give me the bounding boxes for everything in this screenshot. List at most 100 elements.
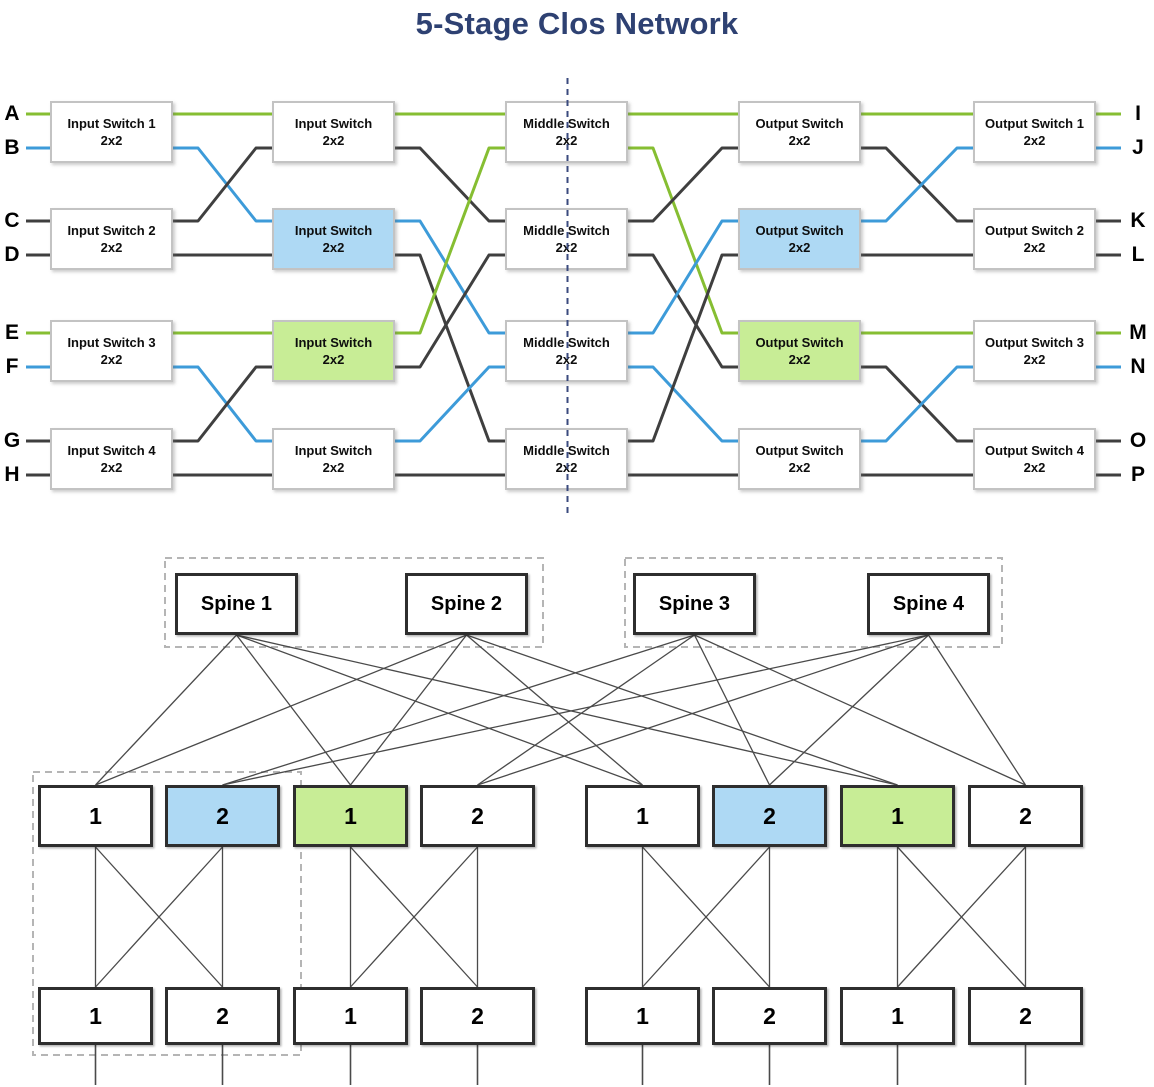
leaf-tor-link [897, 846, 1026, 988]
switch-box-stage-3-middle-row2: Middle Switch 2x2 [505, 208, 628, 270]
switch-box-stage-1-ingress-row2: Input Switch 2 2x2 [50, 208, 173, 270]
output-label-N: N [1130, 355, 1146, 378]
switch-size-label: 2x2 [788, 460, 811, 475]
switch-size-label: 2x2 [322, 352, 345, 367]
switch-label: Input Switch [294, 442, 373, 458]
clos-wire [861, 146, 973, 223]
switch-size-label: 2x2 [322, 133, 345, 148]
tor-box-3: 1 [293, 987, 408, 1045]
switch-label: Middle Switch [523, 115, 610, 131]
spine-leaf-link [694, 634, 1026, 786]
output-label-J: J [1132, 136, 1144, 159]
clos-wire [628, 146, 738, 223]
tor-box-5: 1 [585, 987, 700, 1045]
switch-label: Output Switch [755, 222, 844, 238]
switch-size-label: 2x2 [555, 240, 578, 255]
switch-label: Output Switch 3 [985, 334, 1084, 350]
spine-leaf-link [235, 634, 352, 786]
clos-wire [861, 365, 973, 443]
switch-label: Input Switch [294, 115, 373, 131]
input-label-A: A [4, 102, 20, 125]
leaf-tor-link [95, 846, 223, 988]
switch-box-stage-1-ingress-row1: Input Switch 1 2x2 [50, 101, 173, 163]
switch-box-stage-2-input-row1: Input Switch 2x2 [272, 101, 395, 163]
clos-wire [861, 365, 973, 443]
spine-leaf-link [236, 634, 643, 786]
output-label-P: P [1130, 463, 1145, 486]
switch-box-stage-2-input-row4: Input Switch 2x2 [272, 428, 395, 490]
switch-size-label: 2x2 [555, 133, 578, 148]
switch-label: Middle Switch [523, 222, 610, 238]
output-label-K: K [1130, 209, 1146, 232]
clos-wire [173, 146, 272, 223]
clos-wire [628, 253, 738, 369]
spine-group-1-dashed-outline [164, 557, 544, 648]
tor-box-7: 1 [840, 987, 955, 1045]
input-label-H: H [4, 463, 20, 486]
switch-box-stage-3-middle-row1: Middle Switch 2x2 [505, 101, 628, 163]
switch-size-label: 2x2 [555, 460, 578, 475]
spine-leaf-link [222, 634, 929, 786]
output-label-M: M [1129, 321, 1147, 344]
switch-size-label: 2x2 [788, 352, 811, 367]
clos-wire [395, 253, 505, 443]
switch-label: Input Switch [294, 334, 373, 350]
leaf-box-6: 2 [712, 785, 827, 847]
spine-box-1: Spine 1 [175, 573, 298, 635]
clos-wire [173, 146, 272, 223]
leaf-box-4: 2 [420, 785, 535, 847]
spine-leaf-link [236, 634, 898, 786]
switch-size-label: 2x2 [322, 460, 345, 475]
spine-leaf-link [466, 634, 898, 786]
page-title: 5-Stage Clos Network [415, 6, 739, 41]
input-label-G: G [3, 429, 21, 452]
input-label-B: B [4, 136, 20, 159]
switch-box-stage-1-ingress-row3: Input Switch 3 2x2 [50, 320, 173, 382]
leaf-box-2: 2 [165, 785, 280, 847]
spine-box-2: Spine 2 [405, 573, 528, 635]
spine-leaf-link [693, 634, 771, 786]
clos-wire [628, 365, 738, 443]
spine-box-3: Spine 3 [633, 573, 756, 635]
switch-label: Output Switch 2 [985, 222, 1084, 238]
leaf-tor-link [642, 846, 770, 988]
input-label-D: D [4, 243, 20, 266]
switch-label: Input Switch 1 [67, 115, 156, 131]
switch-size-label: 2x2 [322, 240, 345, 255]
switch-label: Output Switch 1 [985, 115, 1084, 131]
spine-leaf-link [95, 634, 237, 786]
switch-label: Output Switch 4 [985, 442, 1084, 458]
switch-box-stage-4-output-row4: Output Switch 2x2 [738, 428, 861, 490]
tor-box-1: 1 [38, 987, 153, 1045]
spine-box-4: Spine 4 [867, 573, 990, 635]
switch-size-label: 2x2 [100, 133, 123, 148]
spine-leaf-link [466, 634, 643, 786]
clos-wire [395, 219, 505, 335]
switch-label: Output Switch [755, 442, 844, 458]
switch-box-stage-2-input-row3: Input Switch 2x2 [272, 320, 395, 382]
leaf-tor-link [350, 846, 478, 988]
switch-label: Input Switch 4 [67, 442, 156, 458]
switch-label: Input Switch 3 [67, 334, 156, 350]
switch-size-label: 2x2 [1023, 240, 1046, 255]
switch-size-label: 2x2 [100, 352, 123, 367]
clos-wire [395, 146, 505, 335]
clos-wire [628, 253, 738, 443]
tor-box-2: 2 [165, 987, 280, 1045]
input-label-F: F [5, 355, 19, 378]
clos-wire [861, 146, 973, 223]
switch-size-label: 2x2 [788, 133, 811, 148]
switch-size-label: 2x2 [555, 352, 578, 367]
clos-wire [395, 146, 505, 223]
leaf-box-7: 1 [840, 785, 955, 847]
switch-label: Input Switch 2 [67, 222, 156, 238]
switch-size-label: 2x2 [100, 240, 123, 255]
